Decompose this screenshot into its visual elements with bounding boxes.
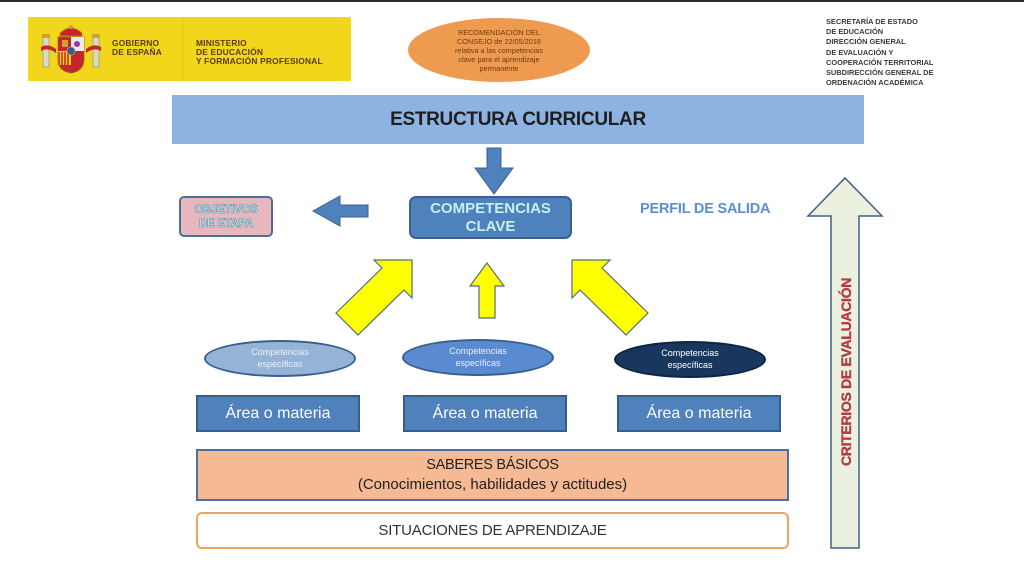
stage-objectives-box: OBJETIVOS DE ETAPA (179, 196, 273, 237)
logo-divider (182, 17, 183, 81)
stage-objectives-label: OBJETIVOS DE ETAPA (194, 203, 258, 230)
specific-competences-ellipse-3: Competencias específicas (614, 341, 766, 378)
top-border (0, 0, 1024, 2)
subject-box-3: Área o materia (617, 395, 781, 432)
subject-label: Área o materia (646, 404, 752, 422)
council-recommendation-text: RECOMENDACIÓN DEL CONSEJO de 22/05/2018 … (454, 27, 543, 73)
curricular-structure-title: ESTRUCTURA CURRICULAR (390, 108, 646, 130)
spain-coat-of-arms-icon (41, 25, 101, 74)
yellow-arrow-up-left-icon (571, 259, 649, 336)
specific-competences-label: Competencias específicas (661, 348, 719, 370)
subject-box-2: Área o materia (403, 395, 567, 432)
left-arrow-icon (311, 195, 369, 227)
department-labels: SECRETARÍA DE ESTADO DE EDUCACIÓN DIRECC… (826, 17, 934, 88)
subject-box-1: Área o materia (196, 395, 360, 432)
subject-label: Área o materia (432, 404, 538, 422)
learning-situations-box: SITUACIONES DE APRENDIZAJE (196, 512, 789, 549)
specific-competences-ellipse-1: Competencias específicas (204, 340, 356, 377)
yellow-arrow-up-right-icon (335, 259, 413, 336)
key-competences-box: COMPETENCIAS CLAVE (409, 196, 572, 239)
government-logo-banner: GOBIERNO DE ESPAÑA MINISTERIO DE EDUCACI… (28, 17, 351, 81)
exit-profile-label: PERFIL DE SALIDA (640, 201, 771, 217)
curricular-structure-bar: ESTRUCTURA CURRICULAR (172, 95, 864, 144)
down-arrow-icon (474, 147, 514, 195)
subject-label: Área o materia (225, 404, 331, 422)
learning-situations-label: SITUACIONES DE APRENDIZAJE (378, 522, 607, 539)
evaluation-criteria-label: CRITERIOS DE EVALUACIÓN (838, 277, 854, 467)
yellow-arrow-up-icon (468, 261, 506, 319)
specific-competences-ellipse-2: Competencias específicas (402, 339, 554, 376)
key-competences-label: COMPETENCIAS CLAVE (430, 199, 551, 235)
government-label: GOBIERNO DE ESPAÑA (112, 38, 163, 57)
basic-knowledge-box: SABERES BÁSICOS (Conocimientos, habilida… (196, 449, 789, 501)
specific-competences-label: Competencias específicas (251, 347, 309, 369)
basic-knowledge-title: SABERES BÁSICOS (426, 457, 559, 473)
council-recommendation-ellipse: RECOMENDACIÓN DEL CONSEJO de 22/05/2018 … (408, 18, 590, 82)
basic-knowledge-subtitle: (Conocimientos, habilidades y actitudes) (357, 476, 628, 493)
ministry-label: MINISTERIO DE EDUCACIÓN Y FORMACIÓN PROF… (196, 38, 323, 66)
specific-competences-label: Competencias específicas (449, 346, 507, 368)
evaluation-criteria-arrow-icon (806, 176, 884, 549)
